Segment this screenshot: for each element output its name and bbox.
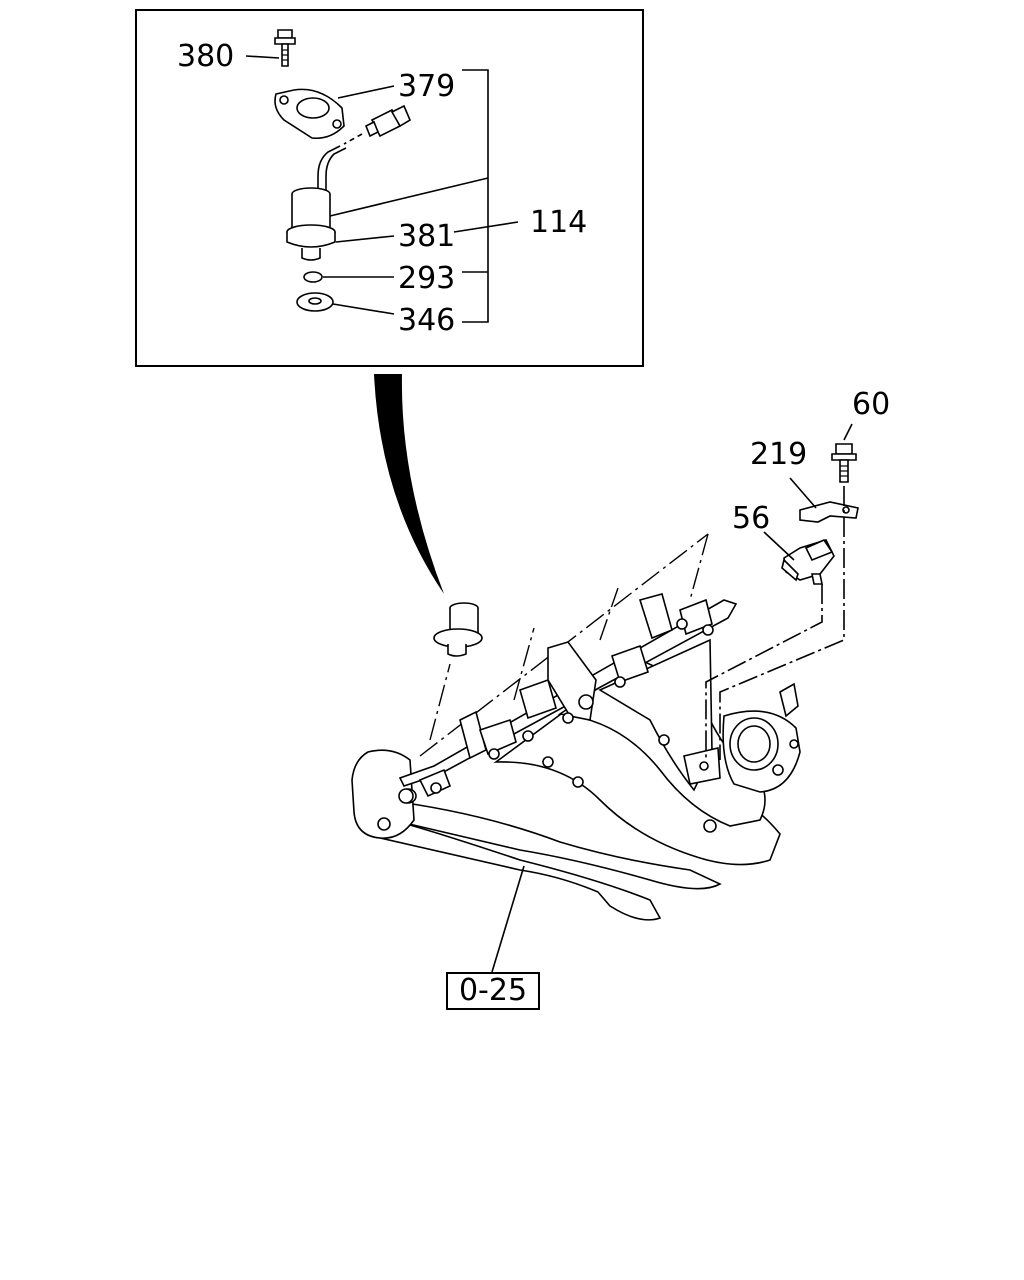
- callout-379: 379: [398, 69, 455, 104]
- detail-pointer: [374, 374, 444, 594]
- bolt-380-icon: [274, 29, 296, 67]
- connector-icon: [364, 104, 412, 138]
- callout-380: 380: [177, 39, 234, 74]
- callout-381: 381: [398, 219, 455, 254]
- callout-346: 346: [398, 303, 455, 338]
- callout-219: 219: [750, 437, 807, 472]
- reference-leader: [491, 865, 525, 973]
- sensor-381-icon: [286, 187, 336, 261]
- intake-manifold-icon: [351, 533, 801, 921]
- flange-gasket-379-icon: [274, 88, 345, 140]
- map-sensor-56-icon: [781, 538, 835, 585]
- bracket-219-icon: [799, 501, 859, 523]
- callout-60: 60: [852, 387, 890, 422]
- washer-346-icon: [296, 292, 334, 312]
- installed-sensor-icon: [433, 602, 483, 657]
- callout-114: 114: [530, 205, 587, 240]
- o-ring-293-icon: [303, 271, 323, 283]
- reference-box: 0-25: [446, 972, 540, 1010]
- inset-detail-box: [135, 9, 644, 367]
- callout-56: 56: [732, 501, 770, 536]
- reference-label: 0-25: [458, 973, 528, 1008]
- callout-293: 293: [398, 261, 455, 296]
- bolt-60-icon: [831, 443, 857, 483]
